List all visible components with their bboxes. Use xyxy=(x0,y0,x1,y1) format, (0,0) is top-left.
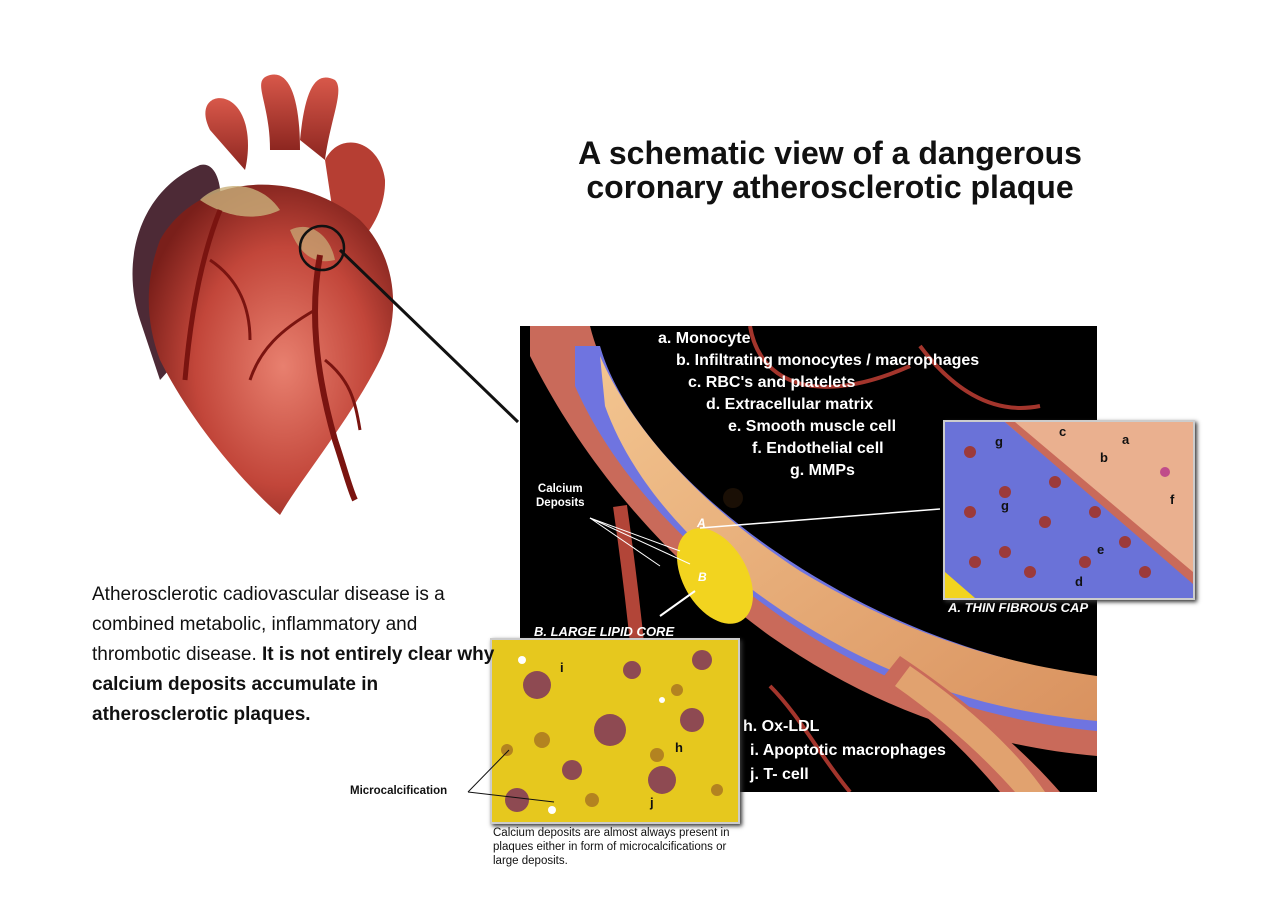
title-line-1: A schematic view of a dangerous xyxy=(470,136,1190,170)
inset-thin-fibrous-cap: a b c d e f g g xyxy=(943,420,1195,600)
inset-a-graphic xyxy=(945,422,1193,598)
title-line-2: coronary atherosclerotic plaque xyxy=(470,170,1190,204)
pointer-line xyxy=(330,240,530,430)
core-letter-h: h xyxy=(675,740,683,755)
callout-b-arrow xyxy=(660,591,695,616)
core-letter-j: j xyxy=(650,795,654,810)
callout-a-line xyxy=(700,509,940,528)
legend-e: e. Smooth muscle cell xyxy=(728,418,896,436)
legend-j: j. T- cell xyxy=(750,766,809,784)
marker-a: A xyxy=(697,516,706,530)
legend-f: f. Endothelial cell xyxy=(752,440,884,458)
inset-letter-b: b xyxy=(1100,450,1108,465)
inset-letter-d: d xyxy=(1075,574,1083,589)
calcium-deposits-label: Calcium Deposits xyxy=(536,482,585,510)
figure-caption: Calcium deposits are almost always prese… xyxy=(493,826,753,868)
inset-letter-g1: g xyxy=(995,434,1003,449)
legend-i: i. Apoptotic macrophages xyxy=(750,742,946,760)
page-title: A schematic view of a dangerous coronary… xyxy=(470,136,1190,204)
inset-letter-e: e xyxy=(1097,542,1104,557)
legend-a: a. Monocyte xyxy=(658,330,750,348)
microcalcification-label: Microcalcification xyxy=(350,785,447,797)
legend-g: g. MMPs xyxy=(790,462,855,480)
legend-c: c. RBC's and platelets xyxy=(688,374,855,392)
microcalc-pointers xyxy=(464,740,564,810)
legend-h: h. Ox-LDL xyxy=(743,718,819,736)
aorta xyxy=(261,74,300,150)
inset-letter-g2: g xyxy=(1001,498,1009,513)
lipid-core-label: B. LARGE LIPID CORE xyxy=(534,624,674,639)
legend-b: b. Infiltrating monocytes / macrophages xyxy=(676,352,979,370)
thin-cap-label: A. THIN FIBROUS CAP xyxy=(948,600,1088,615)
marker-b: B xyxy=(698,570,707,584)
inset-letter-c: c xyxy=(1059,424,1066,439)
description-text: Atherosclerotic cadiovascular disease is… xyxy=(92,580,502,730)
legend-d: d. Extracellular matrix xyxy=(706,396,873,414)
inset-letter-f: f xyxy=(1170,492,1174,507)
core-letter-i: i xyxy=(560,660,564,675)
inset-letter-a: a xyxy=(1122,432,1129,447)
